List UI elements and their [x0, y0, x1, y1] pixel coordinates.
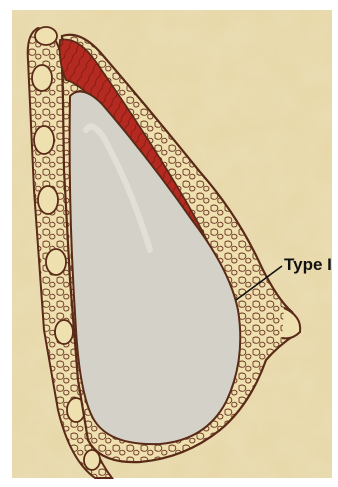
rib	[32, 65, 52, 91]
rib	[34, 126, 54, 154]
rib	[46, 249, 66, 275]
rib	[35, 27, 57, 45]
rib	[38, 186, 58, 214]
rib	[55, 320, 73, 344]
type-label: Type I	[284, 255, 332, 274]
